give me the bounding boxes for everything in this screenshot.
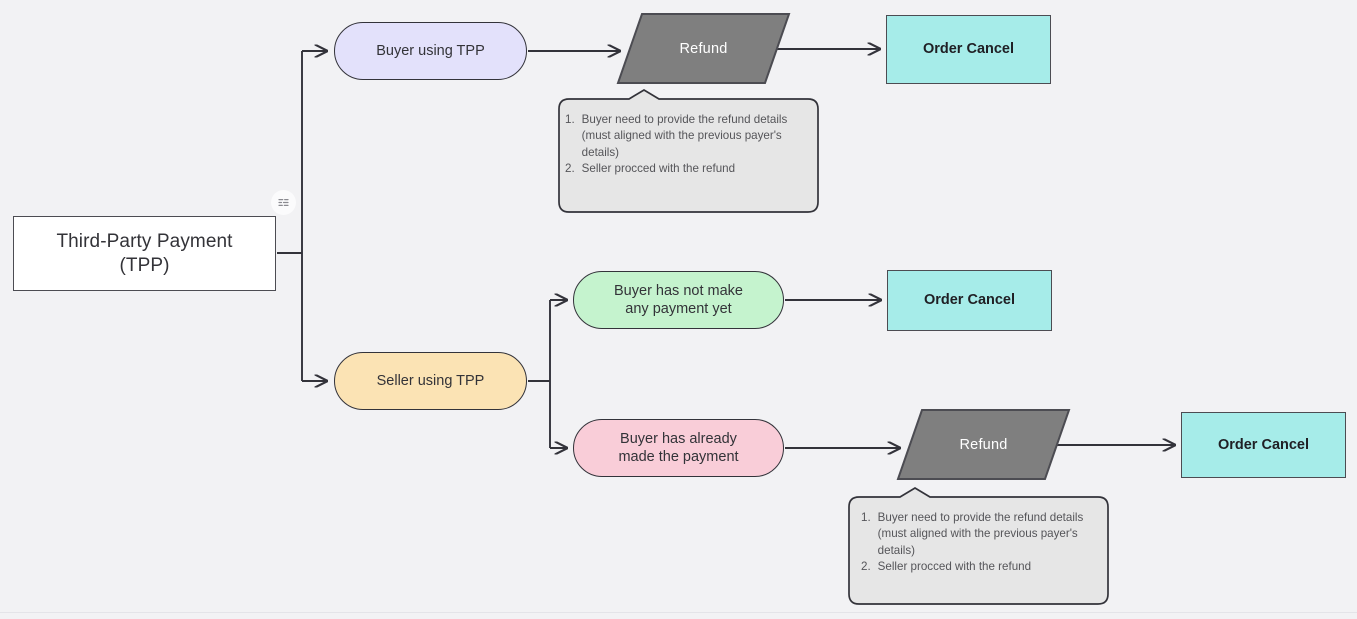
node-buyer-already-paid[interactable]: Buyer has already made the payment [573,419,784,477]
root-label-line1: Third-Party Payment [56,230,233,252]
note-body: 1. Buyer need to provide the refund deta… [839,486,1118,586]
note-text: Buyer need to provide the refund details… [877,511,1084,557]
node-seller-using-tpp[interactable]: Seller using TPP [334,352,527,410]
node-buyer-using-tpp[interactable]: Buyer using TPP [334,22,527,80]
node-label-line2: made the payment [618,449,739,465]
node-refund-bottom[interactable]: Refund [896,408,1071,481]
note-list: 1. Buyer need to provide the refund deta… [565,112,814,178]
note-number: 2. [861,560,871,574]
node-third-party-payment[interactable]: Third-Party Payment (TPP) [13,216,276,291]
node-buyer-no-payment[interactable]: Buyer has not make any payment yet [573,271,784,329]
note-item: 2. Seller procced with the refund [565,161,814,177]
bottom-divider [0,612,1357,613]
note-callout-bottom: 1. Buyer need to provide the refund deta… [839,486,1118,608]
node-label-line1: Buyer has already [620,430,737,447]
node-label: Order Cancel [923,292,1016,309]
shuffle-icon[interactable] [271,190,296,215]
node-label: Seller using TPP [376,372,485,389]
note-text: Buyer need to provide the refund details… [581,113,788,159]
node-label-line1: Buyer has not make [614,282,743,299]
note-text: Seller procced with the refund [877,560,1032,574]
root-label-line2: (TPP) [119,254,170,276]
note-number: 2. [565,162,575,176]
note-text: Seller procced with the refund [581,162,736,176]
note-callout-top: 1. Buyer need to provide the refund deta… [549,88,828,216]
note-number: 1. [861,511,871,524]
note-item: 1. Buyer need to provide the refund deta… [861,510,1104,559]
node-label: Buyer using TPP [376,42,485,59]
note-item: 1. Buyer need to provide the refund deta… [565,112,814,161]
note-body: 1. Buyer need to provide the refund deta… [549,88,828,188]
node-label: Order Cancel [1217,436,1310,453]
node-order-cancel-2[interactable]: Order Cancel [887,270,1052,331]
node-label-line2: any payment yet [625,301,732,317]
note-item: 2. Seller procced with the refund [861,559,1104,575]
node-order-cancel-1[interactable]: Order Cancel [886,15,1051,84]
node-refund-top[interactable]: Refund [616,12,791,85]
note-list: 1. Buyer need to provide the refund deta… [861,510,1104,576]
node-label: Order Cancel [922,41,1015,58]
note-number: 1. [565,113,575,126]
node-order-cancel-3[interactable]: Order Cancel [1181,412,1346,478]
